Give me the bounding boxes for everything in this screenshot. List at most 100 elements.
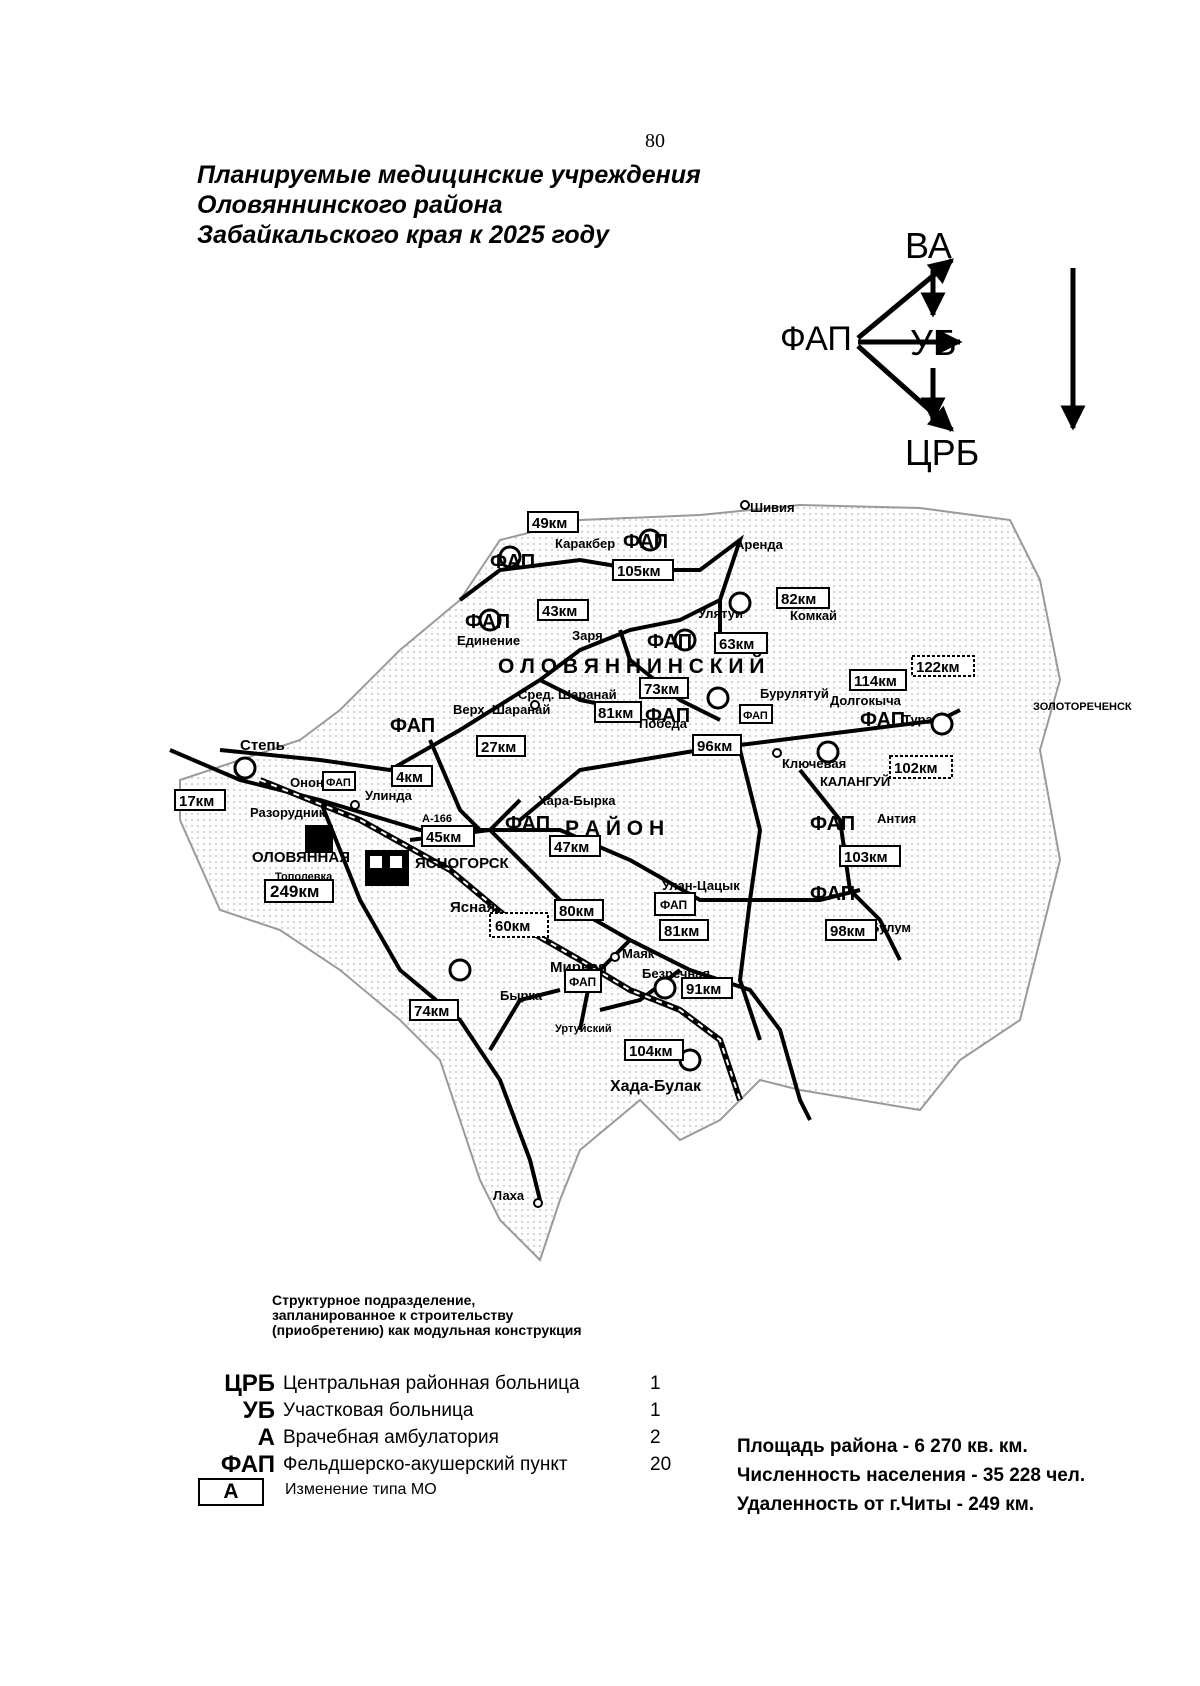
scheme-fap: ФАП xyxy=(780,320,852,358)
distance-81a: 81км xyxy=(598,705,633,722)
marker-komkay xyxy=(728,591,752,615)
distance-boxes: 49км 105км 82км 43км 63км 73км 114км 122… xyxy=(174,511,975,1061)
marker-bezrechnaya xyxy=(653,976,677,1000)
legend-row-ub: УБ Участковая больница 1 xyxy=(195,1397,695,1424)
settlement-dolgokycha: Долгокыча xyxy=(830,693,902,708)
fap-arenda: ФАП xyxy=(623,531,668,553)
settlement-ulinda: Улинда xyxy=(365,788,413,803)
distance-98: 98км xyxy=(830,923,865,940)
fap-box-dolgokycha: ФАП xyxy=(743,710,768,722)
distance-91: 91км xyxy=(686,981,721,998)
scheme-crb: ЦРБ xyxy=(905,432,979,473)
road-label: А-166 xyxy=(422,813,452,825)
fap-box-onon: ФАП xyxy=(326,777,351,789)
settlement-sred-sharanay: Сред. Шаранай xyxy=(518,687,617,702)
settlement-kalangui: КАЛАНГУЙ xyxy=(820,774,890,789)
stat-population: Численность населения - 35 228 чел. xyxy=(737,1465,1086,1486)
settlement-tura: Тура xyxy=(903,712,933,727)
distance-49: 49км xyxy=(532,515,567,532)
legend-symbol-change: А xyxy=(198,1478,264,1506)
page-title: Планируемые медицинские учреждения Оловя… xyxy=(197,160,701,250)
settlement-step: Степь xyxy=(240,737,285,754)
distance-122: 122км xyxy=(916,659,960,676)
stat-area: Площадь района - 6 270 кв. км. xyxy=(737,1436,1028,1457)
settlement-antiya: Антия xyxy=(877,811,916,826)
legend-text-crb: Центральная районная больница xyxy=(283,1373,580,1394)
fap-khara-byrka: ФАП xyxy=(505,813,550,835)
distance-27: 27км xyxy=(481,739,516,756)
stat-distance: Удаленность от г.Читы - 249 км. xyxy=(737,1494,1035,1515)
distance-43: 43км xyxy=(542,603,577,620)
distance-63: 63км xyxy=(719,636,754,653)
settlement-zarya: Заря xyxy=(572,628,603,643)
legend-row-change: А Изменение типа МО xyxy=(195,1478,695,1508)
legend-text-change: Изменение типа МО xyxy=(285,1481,437,1498)
settlement-pobeda: Победа xyxy=(639,716,688,731)
settlement-bulum: Булум xyxy=(870,920,911,935)
settlement-khada-bulak: Хада-Булак xyxy=(610,1078,702,1095)
fap-antiya: ФАП xyxy=(810,813,855,835)
distance-105: 105км xyxy=(617,563,661,580)
distance-17: 17км xyxy=(179,793,214,810)
district-map: О Л О В Я Н Н И Н С К И Й Р А Й О Н Шиви… xyxy=(169,500,1132,1262)
settlement-arenda: Аренда xyxy=(735,537,784,552)
note-line-3: (приобретению) как модульная конструкция xyxy=(272,1322,582,1338)
settlement-mayak: Маяк xyxy=(622,946,655,961)
page-number: 80 xyxy=(645,130,665,152)
legend-symbol-ub: УБ xyxy=(242,1397,275,1424)
title-line-1: Планируемые медицинские учреждения xyxy=(197,161,701,189)
modular-note: Структурное подразделение, запланированн… xyxy=(272,1293,582,1338)
dot-ulinda xyxy=(350,800,360,810)
settlement-khara-byrka: Хара-Быркa xyxy=(538,793,616,808)
fap-verh-sharanay: ФАП xyxy=(390,715,435,737)
distance-4: 4км xyxy=(396,769,423,786)
legend-row-fap: ФАП Фельдшерско-акушерский пункт 20 xyxy=(195,1451,695,1478)
distance-73: 73км xyxy=(644,681,679,698)
settlement-lakha: Лаха xyxy=(493,1188,525,1203)
legend-text-ub: Участковая больница xyxy=(283,1400,474,1421)
marker-arenda xyxy=(638,528,662,552)
district-boundary xyxy=(179,503,1062,1262)
title-line-2: Оловяннинского района xyxy=(197,191,503,219)
note-line-1: Структурное подразделение, xyxy=(272,1292,476,1308)
distance-74: 74км xyxy=(414,1003,449,1020)
distance-249: 249км xyxy=(270,882,319,901)
distance-82: 82км xyxy=(781,591,816,608)
fap-box-mirnaya: ФАП xyxy=(569,975,596,989)
legend-count-fap: 20 xyxy=(650,1454,672,1475)
settlement-komkay: Комкай xyxy=(790,608,837,623)
fap-karakser: ФАП xyxy=(490,551,535,573)
district-name-1: О Л О В Я Н Н И Н С К И Й xyxy=(498,654,764,678)
legend-row-crb: ЦРБ Центральная районная больница 1 xyxy=(195,1370,695,1397)
fap-edinenie: ФАП xyxy=(465,611,510,633)
settlement-karakser: Каракбер xyxy=(555,536,615,551)
fap-pobeda: ФАП xyxy=(645,705,690,727)
fap-boxes: ФАП ФАП ФАП ФАП xyxy=(322,704,773,993)
settlement-byrka: Быркa xyxy=(500,988,543,1003)
dot-lakha xyxy=(533,1198,543,1208)
distance-96: 96км xyxy=(697,738,732,755)
district-stats: Площадь района - 6 270 кв. км. Численнос… xyxy=(737,1432,1085,1519)
distance-80: 80км xyxy=(559,903,594,920)
dot-mayak xyxy=(610,952,620,962)
note-line-2: запланированное к строительству xyxy=(272,1307,514,1323)
settlement-edinenie: Единение xyxy=(457,633,520,648)
marker-zolotorechensk xyxy=(930,712,954,736)
dot-klyuchevaya xyxy=(772,748,782,758)
distance-81b: 81км xyxy=(664,923,699,940)
distance-102: 102км xyxy=(894,760,938,777)
title-line-3: Забайкальского края к 2025 году xyxy=(197,221,610,249)
distance-104: 104км xyxy=(629,1043,673,1060)
settlement-olovyannaya: ОЛОВЯННАЯ xyxy=(252,849,350,866)
legend-symbol-a: А xyxy=(257,1424,275,1451)
ub-olovyannaya xyxy=(305,825,333,853)
marker-yasnaya xyxy=(448,958,472,982)
settlement-razorudnik: Разорудник xyxy=(250,805,326,820)
marker-karakser xyxy=(498,545,522,569)
marker-step xyxy=(233,756,257,780)
settlement-yasnogorsk: ЯСНОГОРСК xyxy=(415,855,510,872)
railway xyxy=(258,777,743,1101)
distance-47: 47км xyxy=(554,839,589,856)
dot-sred-sharanay xyxy=(530,700,540,710)
marker-burulyatuy xyxy=(706,686,730,710)
